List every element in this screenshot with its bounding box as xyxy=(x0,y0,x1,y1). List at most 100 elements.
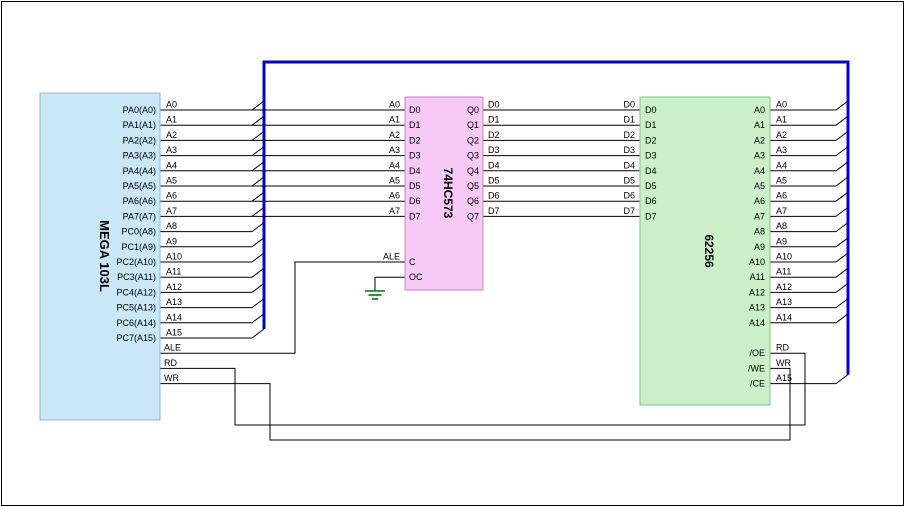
net-label-data: D1 xyxy=(488,115,500,125)
sram-pin-label: D6 xyxy=(645,196,657,206)
mega-pin-label: PC6(A14) xyxy=(116,318,156,328)
mega-title: MEGA 103L xyxy=(97,220,112,292)
net-label-latch-in: A3 xyxy=(389,145,400,155)
net-label-latch-in: A1 xyxy=(389,115,400,125)
sram-pin-label: D2 xyxy=(645,135,657,145)
latch-pin-label: D4 xyxy=(409,166,421,176)
latch-title: 74HC573 xyxy=(441,168,455,219)
bus-entry xyxy=(835,206,849,217)
sram-pin-label: D1 xyxy=(645,120,657,130)
net-label-address: A2 xyxy=(776,130,787,140)
net-label-address: A8 xyxy=(166,221,177,231)
bus-entry xyxy=(251,328,265,339)
mega-pin-label: PA3(A3) xyxy=(123,151,156,161)
net-label-mega-ctrl: RD xyxy=(164,358,177,368)
net-label-latch-in: A2 xyxy=(389,130,400,140)
latch-pin-label: Q6 xyxy=(467,196,479,206)
bus-entry xyxy=(251,206,265,217)
bus-entry xyxy=(251,146,265,157)
net-label-address: A0 xyxy=(166,100,177,110)
net-label-sram-ctrl: A15 xyxy=(776,373,792,383)
net-label-latch-in: A4 xyxy=(389,160,400,170)
sram-pin-label: A2 xyxy=(754,135,765,145)
bus-entry xyxy=(835,130,849,141)
bus-entry xyxy=(251,252,265,263)
net-label-ale: ALE xyxy=(383,252,400,262)
net-label-address: A14 xyxy=(776,312,792,322)
bus-entry xyxy=(251,130,265,141)
sram-pin-label: A1 xyxy=(754,120,765,130)
net-label-data: D2 xyxy=(623,130,635,140)
sram-ctrl-pin-label: /CE xyxy=(750,379,765,389)
sram-62256-chip xyxy=(639,96,771,406)
net-label-address: A9 xyxy=(166,236,177,246)
bus-entry xyxy=(835,237,849,248)
bus-entry xyxy=(835,267,849,278)
sram-title: 62256 xyxy=(702,234,716,268)
net-label-data: D3 xyxy=(623,145,635,155)
latch-pin-label: D3 xyxy=(409,151,421,161)
mega-pin-label: PC4(A12) xyxy=(116,287,156,297)
net-label-data: D0 xyxy=(623,100,635,110)
sram-pin-label: A7 xyxy=(754,211,765,221)
bus-entry xyxy=(835,100,849,111)
mega-pin-label: PC5(A13) xyxy=(116,303,156,313)
mega-pin-label: PA1(A1) xyxy=(123,120,156,130)
net-label-sram-ctrl: WR xyxy=(776,358,791,368)
latch-74hc573-chip xyxy=(404,96,484,291)
net-label-address: A13 xyxy=(166,297,182,307)
latch-pin-label: D0 xyxy=(409,105,421,115)
sram-pin-label: D3 xyxy=(645,151,657,161)
sram-pin-label: A4 xyxy=(754,166,765,176)
net-label-address: A6 xyxy=(776,191,787,201)
net-label-address: A2 xyxy=(166,130,177,140)
labels-group: MEGA 103L74HC57362256A0PA0(A0)A1PA1(A1)A… xyxy=(97,100,792,389)
net-label-address: A15 xyxy=(166,328,182,338)
sram-ctrl-pin-label: /OE xyxy=(749,348,765,358)
net-label-address: A3 xyxy=(776,145,787,155)
latch-pin-label: D2 xyxy=(409,135,421,145)
bus-entry xyxy=(251,298,265,309)
bus-entry xyxy=(835,161,849,172)
sram-pin-label: A9 xyxy=(754,242,765,252)
mega-pin-label: PA2(A2) xyxy=(123,135,156,145)
bus-entry xyxy=(251,100,265,111)
sram-pin-label: D5 xyxy=(645,181,657,191)
sram-pin-label: A12 xyxy=(749,287,765,297)
latch-pin-label: Q1 xyxy=(467,120,479,130)
net-label-mega-ctrl: WR xyxy=(164,373,179,383)
bus-entry xyxy=(251,313,265,324)
sram-ctrl-pin-label: /WE xyxy=(748,363,765,373)
net-label-latch-in: A0 xyxy=(389,100,400,110)
bus-entry xyxy=(251,176,265,187)
net-label-mega-ctrl: ALE xyxy=(164,343,181,353)
sram-pin-label: D7 xyxy=(645,211,657,221)
mega-pin-label: PA5(A5) xyxy=(123,181,156,191)
sram-pin-label: A11 xyxy=(750,272,765,282)
bus-entry xyxy=(251,282,265,293)
net-label-data: D4 xyxy=(488,160,500,170)
net-label-address: A14 xyxy=(166,312,182,322)
bus-entry xyxy=(835,252,849,263)
address-bus-group xyxy=(262,60,850,375)
net-label-address: A9 xyxy=(776,236,787,246)
net-label-address: A8 xyxy=(776,221,787,231)
net-label-latch-in: A6 xyxy=(389,191,400,201)
bus-entry xyxy=(251,161,265,172)
sram-pin-label: A6 xyxy=(754,196,765,206)
bus-entry xyxy=(251,115,265,126)
bus-entry xyxy=(835,176,849,187)
net-label-address: A10 xyxy=(166,252,182,262)
net-label-address: A13 xyxy=(776,297,792,307)
net-label-data: D1 xyxy=(623,115,635,125)
latch-pin-label: Q4 xyxy=(467,166,479,176)
sram-pin-label: A14 xyxy=(749,318,765,328)
net-label-data: D2 xyxy=(488,130,500,140)
bus-entry xyxy=(835,313,849,324)
net-label-address: A11 xyxy=(166,267,181,277)
latch-pin-label: D1 xyxy=(409,120,421,130)
net-label-data: D7 xyxy=(623,206,635,216)
latch-pin-label: Q2 xyxy=(467,135,479,145)
bus-entry xyxy=(835,374,849,385)
